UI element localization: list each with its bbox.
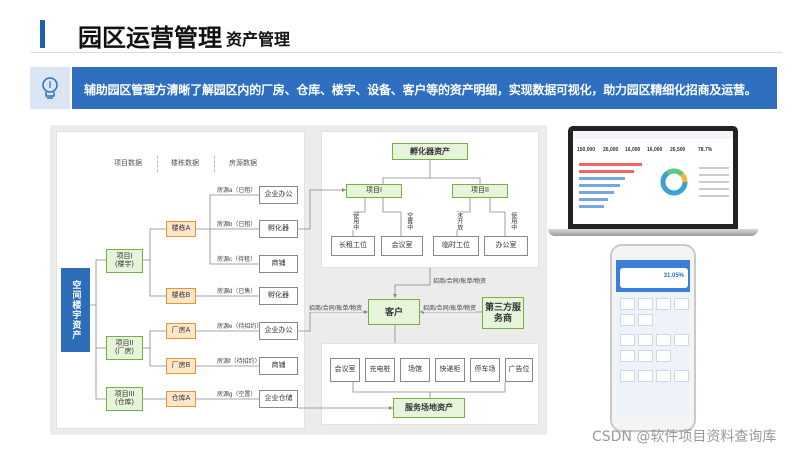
incubator-space: 办公室 [484,236,528,256]
room-label: 房源d（已售） [217,289,257,295]
laptop-dashboard: 150,000 26,000 16,000 16,000 26,500 78.7… [573,131,733,224]
service-item: 停车场 [470,358,500,382]
service-item: 快递柜 [435,358,465,382]
room-type: 商铺 [259,255,298,273]
building-a: 楼栋A [166,221,196,237]
factory-a: 厂房A [166,323,196,339]
col-header-room: 房源数据 [229,160,257,167]
space-asset-panel [56,131,305,429]
third-party-node: 第三方服务商 [482,297,524,329]
state-label: 使用中 [350,212,358,230]
room-type: 企业仓储 [259,390,298,408]
service-item: 广告位 [505,358,533,382]
phone-screen: 31.05% [616,260,690,414]
side-list [699,167,729,202]
col-header-project: 项目数据 [114,160,142,167]
room-label: 房源g（空置） [217,392,257,398]
project-2: 项目II (厂房) [106,336,143,360]
watermark: CSDN @软件项目资料查询库 [592,429,777,445]
service-item: 场馆 [400,358,430,382]
factory-b: 厂房B [166,358,196,374]
customer-node: 客户 [368,299,420,325]
dashboard-stat: 16,000 [647,147,663,153]
dashboard-stat: 16,000 [625,147,641,153]
room-type: 孵化器 [259,220,298,238]
room-label: 房源e（待招约） [217,324,263,330]
room-type: 企业办公 [259,186,298,204]
incubator-space: 临时工位 [433,236,479,256]
flow-label: 招商/合同/账单/物资 [423,303,477,312]
flow-label: 招商/合同/账单/物资 [433,276,487,285]
donut-chart [660,168,688,196]
col-separator [214,156,215,172]
bar-list [579,163,649,212]
dashboard-stat: 150,000 [577,147,596,153]
phone-mockup: 31.05% [610,244,696,432]
incubator-space: 长租工位 [331,236,375,256]
room-label: 房源b（已租） [217,222,257,228]
phone-grid [620,298,690,386]
state-label: 使用中 [508,212,516,230]
project-1: 项目I (楼宇) [106,249,143,273]
project-3: 项目III (仓库) [106,387,143,411]
incubator-space: 会议室 [381,236,423,256]
lightbulb-icon [30,67,70,109]
room-label: 房源f（待招约） [217,359,261,365]
flow-label: 招商/合同/账单/物资 [309,303,363,312]
banner-text: 辅助园区管理方清晰了解园区内的厂房、仓库、楼宇、设备、客户等的资产明细，实现数据… [72,67,777,109]
col-header-building: 楼栋数据 [171,160,199,167]
col-separator [157,156,158,172]
root-label: 空间楼宇资产 [71,280,82,340]
service-venue-title: 服务场地资产 [393,398,465,418]
phone-summary-card: 31.05% [620,268,688,288]
laptop-base [548,229,758,236]
room-label: 房源a（已租） [217,188,257,194]
page-subtitle: 资产管理 [226,30,291,49]
incubator-project-1: 项目I [346,184,402,198]
page-title: 园区运营管理 [78,24,222,52]
phone-stat: 31.05% [663,273,684,279]
dashboard-topbar [573,131,733,139]
incubator-project-2: 项目II [452,184,508,198]
room-type: 企业办公 [259,322,298,340]
service-item: 充电桩 [365,358,395,382]
incubator-title: 孵化器资产 [392,143,468,160]
laptop-mockup: 150,000 26,000 16,000 16,000 26,500 78.7… [568,126,738,229]
warehouse-a: 仓库A [166,391,196,407]
title-divider [30,52,782,53]
room-type: 商铺 [259,357,298,375]
dashboard-stat: 26,500 [670,147,686,153]
dashboard-stat: 78.7% [698,147,713,153]
room-type: 孵化器 [259,287,298,305]
title-accent-bar [40,20,45,48]
service-item: 会议室 [330,358,360,382]
state-label: 未开放 [454,212,462,230]
dashboard-stat: 26,000 [603,147,619,153]
root-space-asset: 空间楼宇资产 [61,268,90,352]
room-label: 房源c（待租） [217,257,257,263]
building-b: 楼栋B [166,288,196,304]
state-label: 空置中 [404,212,412,230]
